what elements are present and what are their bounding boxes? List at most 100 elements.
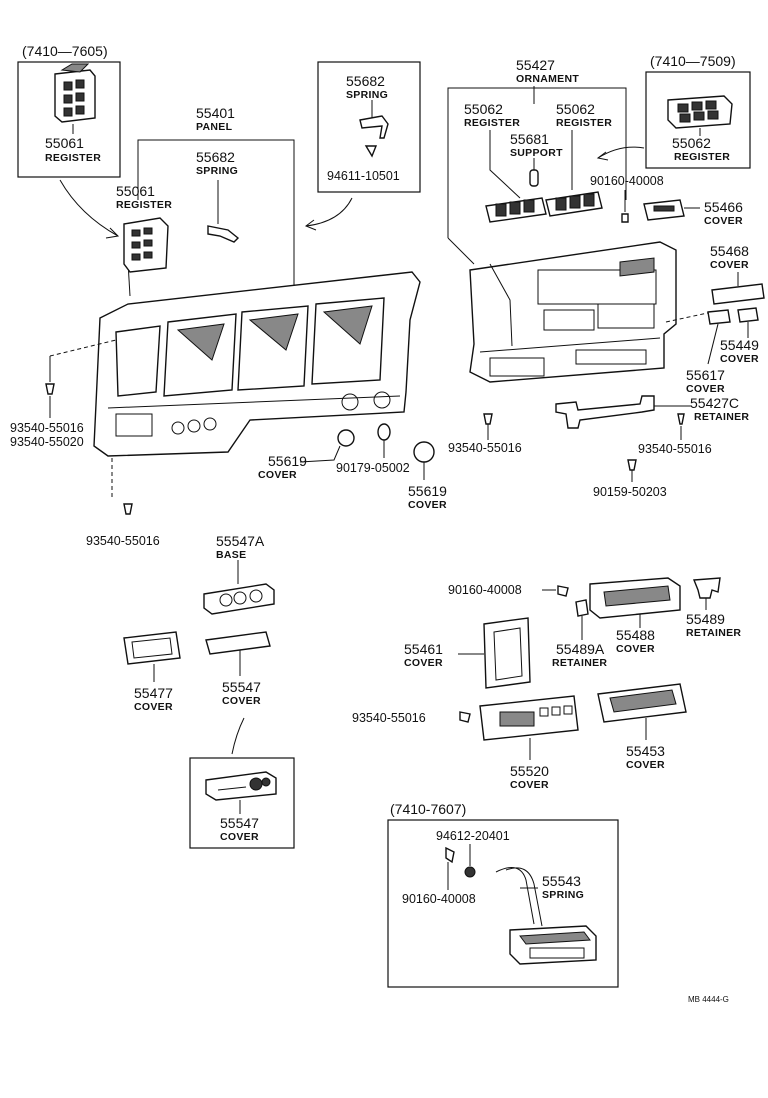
part-name: REGISTER [674, 151, 730, 163]
cover-55461-part [483, 617, 531, 689]
part-number: 55062 [556, 101, 595, 117]
part-number: 55619 [408, 483, 447, 499]
part-name: COVER [134, 701, 173, 713]
part-number: 94611-10501 [327, 169, 400, 183]
footer-code: MB 4444-G [688, 995, 729, 1004]
part-name: COVER [222, 695, 261, 707]
register-55061-part [123, 217, 169, 273]
part-number: 55466 [704, 199, 743, 215]
cover-55617-part [707, 309, 731, 325]
part-name: RETAINER [694, 411, 749, 423]
cover-55619-part [337, 429, 355, 447]
part-number: 55449 [720, 337, 759, 353]
cover-55468-part [711, 283, 765, 305]
cover-55449-part [737, 307, 759, 323]
part-number: 55488 [616, 627, 655, 643]
inset-box-7410-7607: (7410-7607) 94612-20401 90160-40008 5554… [387, 801, 619, 988]
part-number: 55062 [464, 101, 503, 117]
part-name: SPRING [542, 889, 584, 901]
retainer-55427c-part [555, 395, 655, 429]
part-name: RETAINER [686, 627, 741, 639]
part-name: SPRING [196, 165, 238, 177]
cover-55547-part [205, 631, 271, 655]
inset-box-55547: 55547 COVER [189, 757, 295, 849]
part-number: 55617 [686, 367, 725, 383]
part-number: 93540-55016 [448, 441, 522, 455]
part-number: 93540-55016 [352, 711, 426, 725]
part-name: PANEL [196, 121, 233, 133]
part-name: COVER [616, 643, 655, 655]
arrowhead [304, 219, 317, 231]
cover-55477-part [123, 631, 181, 665]
part-number: 55062 [672, 135, 711, 151]
part-number: 55681 [510, 131, 549, 147]
part-name: REGISTER [45, 152, 101, 164]
part-name: COVER [710, 259, 749, 271]
part-number: 55427 [516, 57, 555, 73]
part-number: 55477 [134, 685, 173, 701]
part-name: REGISTER [556, 117, 612, 129]
base-55547a-part [203, 583, 275, 615]
part-name: COVER [720, 353, 759, 365]
part-number: 90160-40008 [402, 892, 476, 906]
part-number: 55489 [686, 611, 725, 627]
part-number: 55547 [222, 679, 261, 695]
retainer-55489-part [692, 577, 721, 599]
spring-55682-part [207, 225, 240, 243]
support-55681-part [529, 169, 539, 187]
part-name: COVER [258, 469, 297, 481]
part-number: 55682 [346, 73, 385, 89]
range-label: (7410—7605) [22, 43, 108, 59]
cover-55453-part [597, 683, 687, 723]
part-number: 55427C [690, 395, 739, 411]
cover-55520-part [479, 695, 579, 741]
part-number: 55543 [542, 873, 581, 889]
part-name: SUPPORT [510, 147, 563, 159]
part-name: REGISTER [116, 199, 172, 211]
part-number: 55468 [710, 243, 749, 259]
range-label: (7410—7509) [650, 53, 736, 69]
part-name: COVER [626, 759, 665, 771]
register-55062-small-part [667, 95, 733, 129]
inset-box-7410-7509: (7410—7509) 55062 REGISTER [645, 53, 751, 169]
part-number: 55453 [626, 743, 665, 759]
part-number: 55682 [196, 149, 235, 165]
part-number: 94612-20401 [436, 829, 510, 843]
part-number: 55489A [556, 641, 605, 657]
register-55061-small-part [54, 63, 96, 123]
plug-90179-part [377, 423, 391, 441]
arrowhead [596, 151, 609, 161]
part-name: ORNAMENT [516, 73, 579, 85]
panel-55401-part [93, 261, 421, 457]
cover-55619-part [413, 441, 435, 463]
arrow [305, 197, 353, 227]
part-name: BASE [216, 549, 246, 561]
part-name: COVER [704, 215, 743, 227]
part-name: COVER [404, 657, 443, 669]
part-number: 55547 [220, 815, 259, 831]
cover-tray-part [509, 925, 597, 965]
part-number: 55619 [268, 453, 307, 469]
part-number: 93540-55016 [10, 421, 84, 435]
arrow [59, 179, 119, 237]
range-label: (7410-7607) [390, 801, 466, 817]
part-number: 55520 [510, 763, 549, 779]
part-name: COVER [220, 831, 259, 843]
retainer-55489a-part [575, 599, 589, 617]
part-number: 55461 [404, 641, 443, 657]
inset-box-55682: 55682 SPRING 94611-10501 [317, 61, 421, 193]
part-name: COVER [408, 499, 447, 511]
register-55062-part [545, 191, 603, 217]
part-number: 90160-40008 [590, 174, 664, 188]
part-name: COVER [686, 383, 725, 395]
register-55062-part [485, 197, 547, 223]
part-name: REGISTER [464, 117, 520, 129]
part-number: 90179-05002 [336, 461, 410, 475]
part-number: 55547A [216, 533, 265, 549]
part-number: 55061 [45, 135, 84, 151]
inset-box-7410-7605: (7410—7605) 55061 REGISTER [17, 43, 121, 178]
cover-55488-part [589, 577, 681, 619]
part-number: 55061 [116, 183, 155, 199]
part-number: 93540-55020 [10, 435, 84, 449]
